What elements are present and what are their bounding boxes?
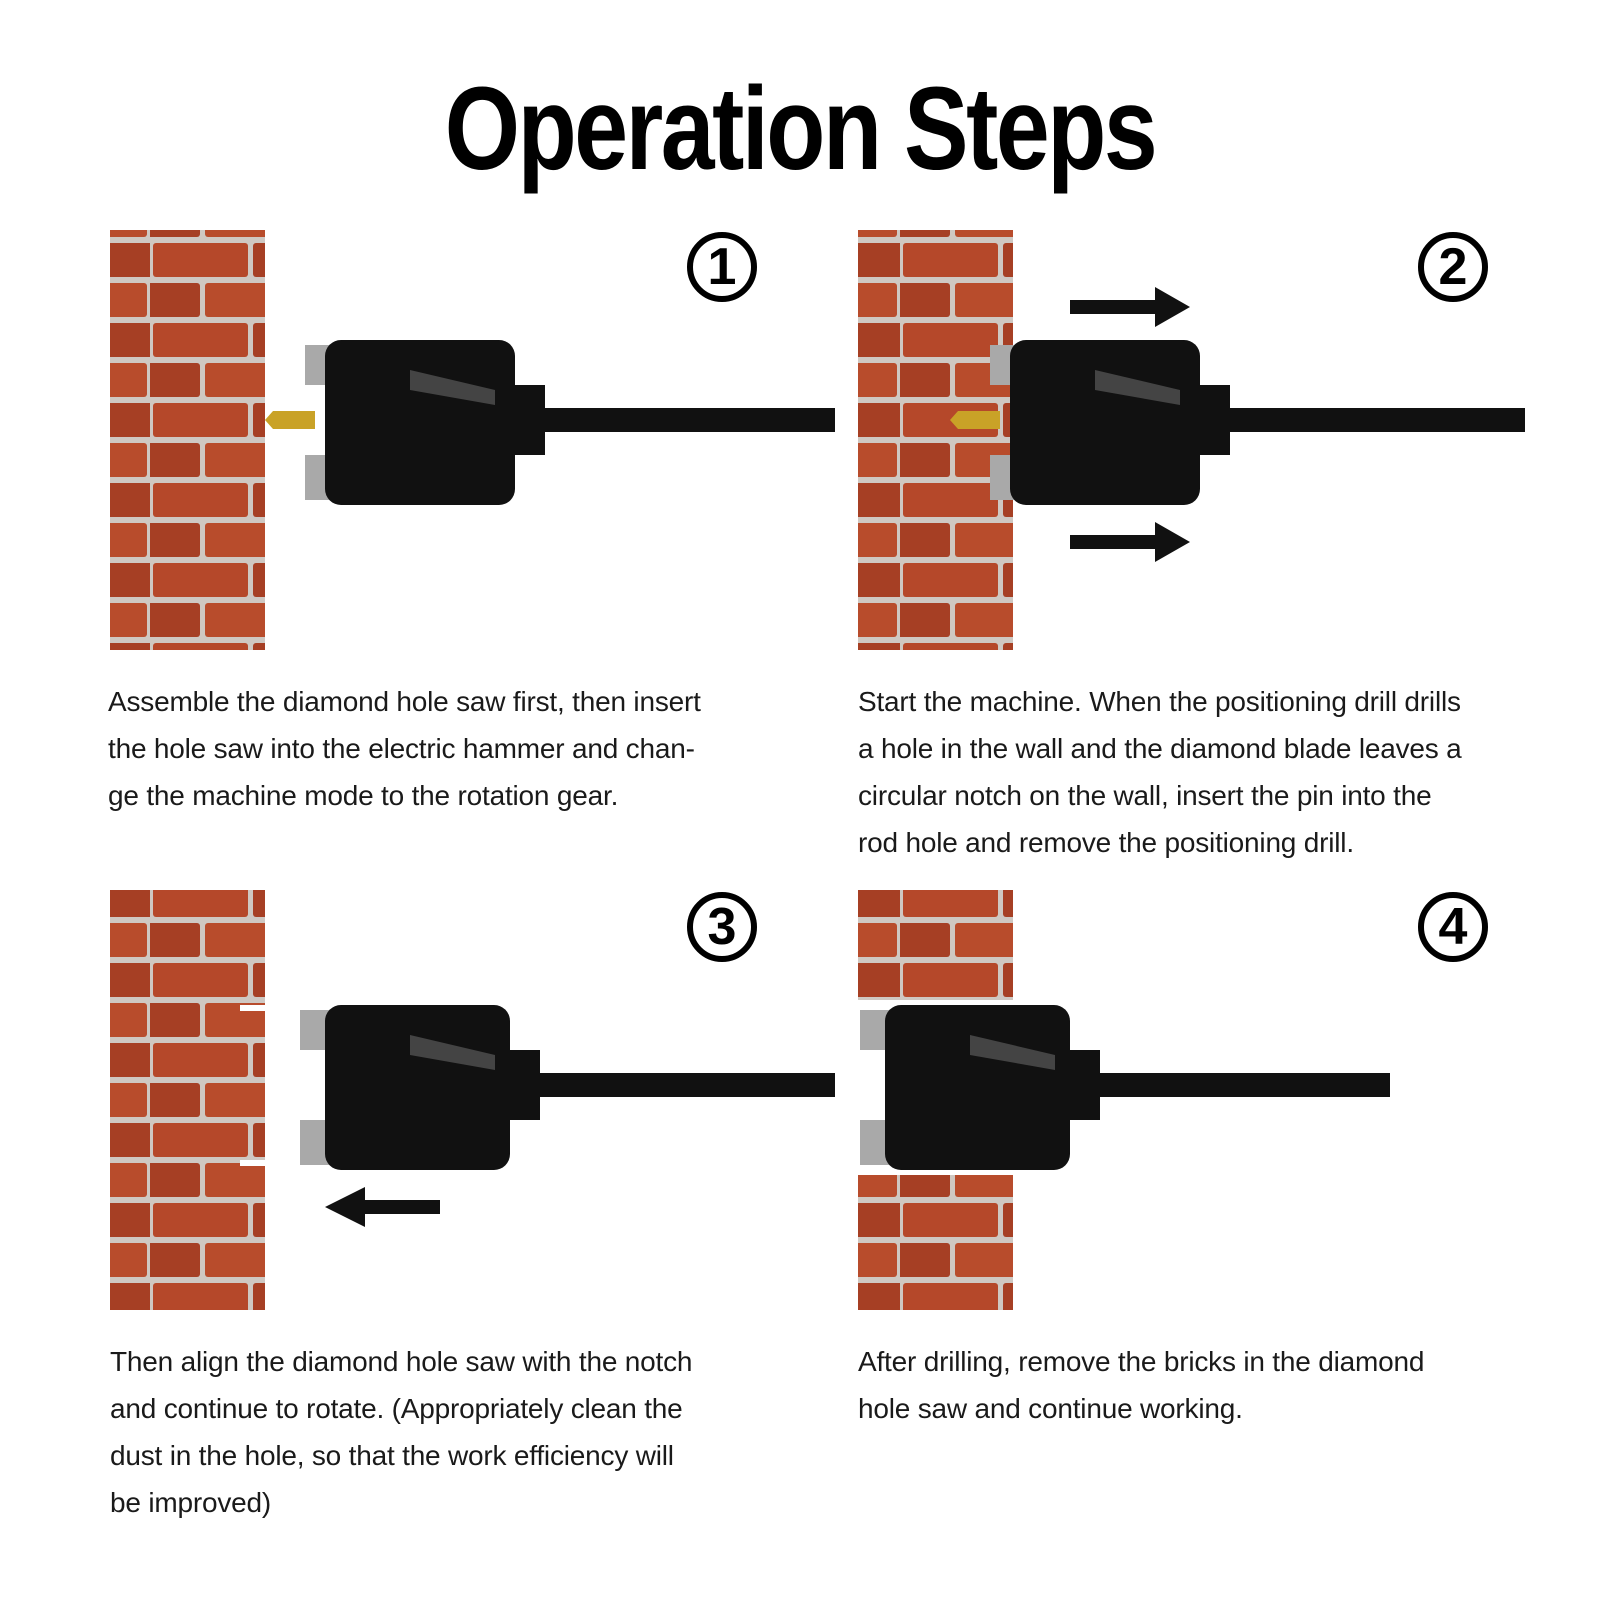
saw-body <box>885 1005 1070 1170</box>
brick-wall-bottom <box>858 1175 1013 1310</box>
wall-notch <box>240 1005 265 1011</box>
step-number: 3 <box>687 892 757 962</box>
step-number: 1 <box>687 232 757 302</box>
saw-slot <box>410 370 495 405</box>
shank-collar <box>510 1050 540 1120</box>
push-arrow-bottom <box>1070 522 1190 562</box>
page-title: Operation Steps <box>444 63 1158 195</box>
shank-collar <box>1070 1050 1100 1120</box>
step-1-description: Assemble the diamond hole saw first, the… <box>108 686 701 811</box>
pilot-drill-bit <box>950 411 1000 429</box>
sds-shank <box>1100 1073 1390 1097</box>
brick-wall <box>110 230 265 650</box>
step-2-illustration <box>858 230 1525 650</box>
saw-body <box>325 1005 510 1170</box>
step-2-description: Start the machine. When the positioning … <box>858 686 1462 858</box>
wall-notch <box>240 1160 265 1166</box>
brick-wall-top <box>858 890 1013 1000</box>
saw-body <box>1010 340 1200 505</box>
step-number: 2 <box>1418 232 1488 302</box>
sds-shank <box>1230 408 1525 432</box>
step-number: 4 <box>1418 892 1488 962</box>
sds-shank <box>545 408 835 432</box>
hole-saw-tool <box>300 1005 835 1170</box>
step-3-illustration <box>110 890 835 1310</box>
saw-slot <box>1095 370 1180 405</box>
shank-collar <box>1200 385 1230 455</box>
saw-slot <box>970 1035 1055 1070</box>
step-3-description: Then align the diamond hole saw with the… <box>110 1346 693 1518</box>
brick-wall <box>858 230 1013 650</box>
hole-saw-tool <box>265 340 835 505</box>
hole-saw-tool <box>950 340 1525 505</box>
saw-slot <box>410 1035 495 1070</box>
pilot-drill-bit <box>265 411 315 429</box>
pull-arrow <box>325 1187 440 1227</box>
push-arrow-top <box>1070 287 1190 327</box>
saw-body <box>325 340 515 505</box>
hole-saw-tool <box>860 1005 1390 1170</box>
shank-collar <box>515 385 545 455</box>
sds-shank <box>540 1073 835 1097</box>
step-4-description: After drilling, remove the bricks in the… <box>858 1346 1425 1424</box>
step-1-illustration <box>110 230 835 650</box>
brick-wall <box>110 890 265 1310</box>
